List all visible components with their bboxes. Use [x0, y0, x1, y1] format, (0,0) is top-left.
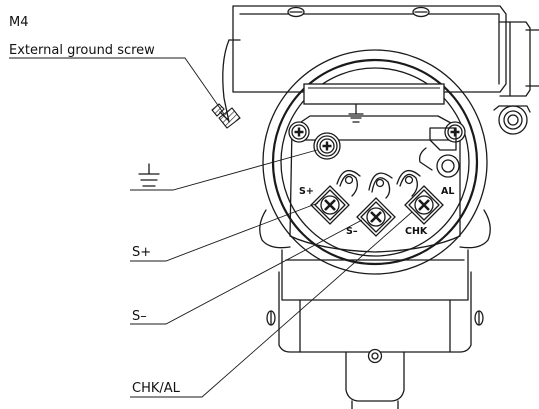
ground-icon — [138, 163, 160, 187]
label-m4: M4 — [9, 15, 29, 30]
internal-ground-mark — [348, 103, 364, 123]
housing — [222, 5, 539, 409]
terminal-chk-al — [403, 184, 445, 226]
terminal-block: S+ S– AL CHK — [287, 83, 467, 253]
mark-s-minus: S– — [346, 226, 358, 237]
external-ground-screw — [211, 103, 241, 129]
mark-chk: CHK — [405, 226, 428, 237]
side-screw-left — [266, 310, 276, 326]
top-cover-screw-right — [412, 6, 430, 18]
test-socket — [418, 127, 460, 178]
side-screw-right — [474, 310, 484, 326]
terminal-s-minus — [355, 196, 397, 238]
board-screw-left — [287, 120, 311, 144]
label-external-ground-screw: External ground screw — [9, 43, 155, 58]
label-s-plus: S+ — [132, 245, 151, 260]
terminal-s-plus — [309, 184, 351, 226]
terminal-wire-loops — [336, 169, 421, 199]
label-chk-al: CHK/AL — [132, 381, 181, 396]
bottom-conduit-opening — [367, 348, 383, 364]
mark-al: AL — [441, 186, 454, 197]
display-window — [303, 83, 445, 105]
internal-ground-screw — [313, 132, 341, 160]
top-cover-screw-left — [287, 6, 305, 18]
label-s-minus: S– — [132, 309, 147, 324]
leader-lines — [9, 57, 413, 398]
cover-lock-screw — [493, 105, 531, 135]
board-screw-right — [443, 120, 467, 144]
mark-s-plus: S+ — [299, 186, 314, 197]
